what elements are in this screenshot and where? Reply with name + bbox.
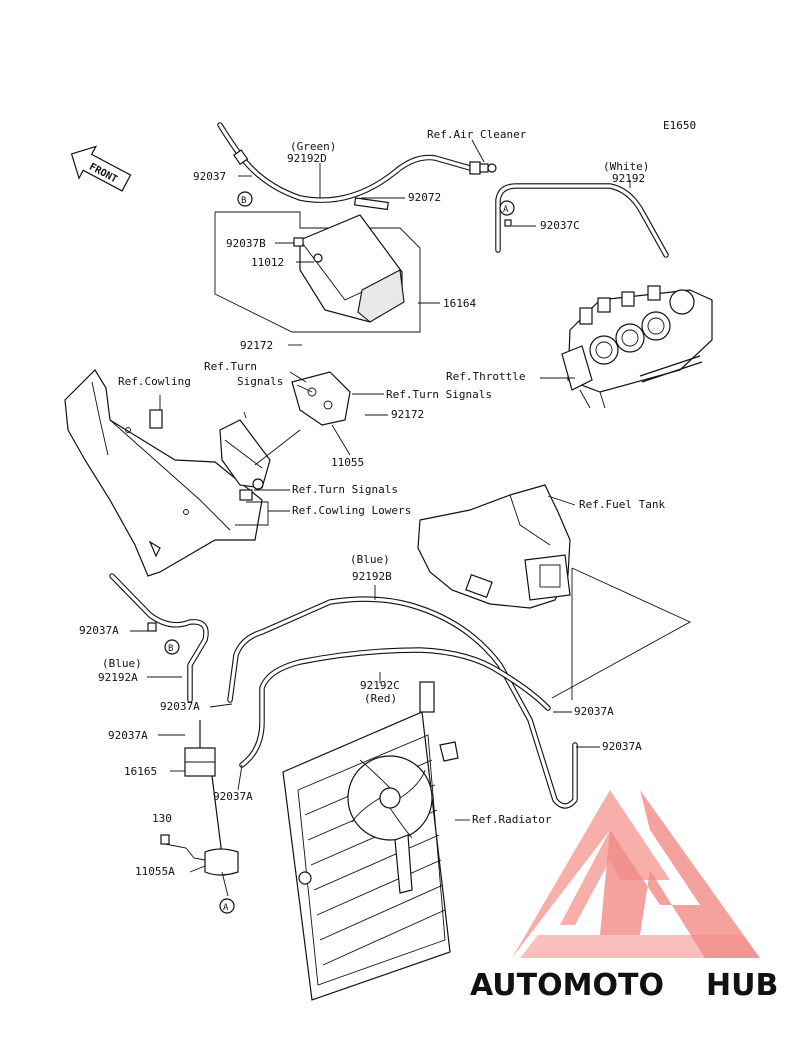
part-labels: (Green) 92192D Ref.Air Cleaner (White) 9… bbox=[79, 128, 665, 878]
bracket-11055 bbox=[219, 371, 351, 501]
hose-92192A bbox=[109, 573, 209, 703]
label-11055: 11055 bbox=[331, 456, 364, 469]
label-ref-fuel-tank: Ref.Fuel Tank bbox=[579, 498, 665, 511]
hose-92192B bbox=[227, 596, 578, 809]
cowling-panel bbox=[64, 369, 263, 577]
label-92037: 92037 bbox=[193, 170, 226, 183]
label-92037A-right-top: 92037A bbox=[574, 705, 614, 718]
label-92037A-left: 92037A bbox=[79, 624, 119, 637]
label-92192B: 92192B bbox=[352, 570, 392, 583]
watermark-text: AUTOMOTO HUB bbox=[470, 968, 778, 1003]
watermark-brand-part1: AUTOMOTO bbox=[470, 968, 664, 1003]
canister-16164 bbox=[214, 197, 421, 333]
label-ref-air-cleaner: Ref.Air Cleaner bbox=[427, 128, 527, 141]
label-92172-top: 92172 bbox=[240, 339, 273, 352]
diagram-code: E1650 bbox=[663, 119, 696, 132]
fuel-tank bbox=[417, 484, 571, 609]
connector-b-marker-top bbox=[237, 191, 253, 207]
label-92192A: 92192A bbox=[98, 671, 138, 684]
label-92037A-right-bottom: 92037A bbox=[602, 740, 642, 753]
label-11012: 11012 bbox=[251, 256, 284, 269]
filter-16165 bbox=[184, 720, 239, 897]
label-ref-cowling-lowers: Ref.Cowling Lowers bbox=[292, 504, 411, 517]
connector-b-label-top: B bbox=[241, 196, 246, 206]
throttle-body bbox=[561, 285, 713, 409]
label-ref-cowling: Ref.Cowling bbox=[118, 375, 191, 388]
watermark-logo bbox=[512, 790, 760, 958]
connector-a-label-top: A bbox=[503, 205, 509, 215]
label-92037A-filter: 92037A bbox=[108, 729, 148, 742]
label-ref-turn: Ref.Turn bbox=[204, 360, 257, 373]
label-92192C: 92192C bbox=[360, 679, 400, 692]
label-92172-mid: 92172 bbox=[391, 408, 424, 421]
connector-b-marker-bottom bbox=[164, 639, 180, 655]
front-arrow-icon: FRONT bbox=[70, 145, 132, 192]
label-92037A-bottom: 92037A bbox=[213, 790, 253, 803]
leader-lines bbox=[130, 139, 631, 873]
hose-92192 bbox=[495, 183, 669, 258]
label-92037A-hose: 92037A bbox=[160, 700, 200, 713]
label-92192: 92192 bbox=[612, 172, 645, 185]
connector-b-label-bottom: B bbox=[168, 644, 173, 654]
label-130: 130 bbox=[152, 812, 172, 825]
label-11055A: 11055A bbox=[135, 865, 175, 878]
label-red: (Red) bbox=[364, 692, 397, 705]
connector-a-label-bottom: A bbox=[223, 903, 229, 913]
hose-92192C bbox=[239, 647, 551, 768]
label-92192D: 92192D bbox=[287, 152, 327, 165]
label-ref-throttle: Ref.Throttle bbox=[446, 370, 525, 383]
label-ref-turn-signals-right: Ref.Turn Signals bbox=[386, 388, 492, 401]
watermark-brand-part2: HUB bbox=[706, 968, 778, 1003]
hose-92192D bbox=[217, 122, 497, 203]
label-92037B: 92037B bbox=[226, 237, 266, 250]
label-ref-radiator: Ref.Radiator bbox=[472, 813, 552, 826]
connector-a-marker-bottom bbox=[219, 898, 235, 914]
label-white: (White) bbox=[603, 160, 649, 173]
connector-a-marker-top bbox=[499, 200, 515, 216]
label-blue-top: (Blue) bbox=[350, 553, 390, 566]
label-blue-left: (Blue) bbox=[102, 657, 142, 670]
label-92072: 92072 bbox=[408, 191, 441, 204]
label-16164: 16164 bbox=[443, 297, 476, 310]
label-ref-turn-signals-low: Ref.Turn Signals bbox=[292, 483, 398, 496]
label-signals: Signals bbox=[237, 375, 283, 388]
label-16165: 16165 bbox=[124, 765, 157, 778]
radiator bbox=[282, 681, 459, 1001]
label-green: (Green) bbox=[290, 140, 336, 153]
label-92037C: 92037C bbox=[540, 219, 580, 232]
